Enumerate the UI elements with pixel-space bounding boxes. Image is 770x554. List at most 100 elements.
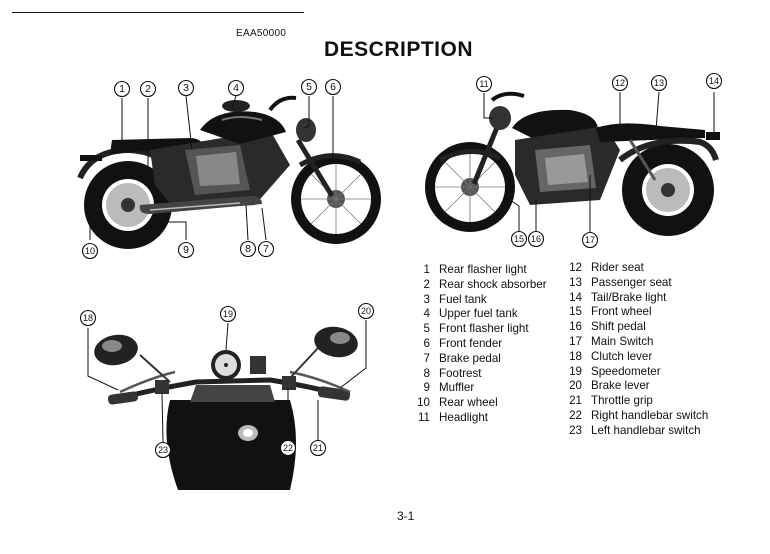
part-number: 1	[423, 263, 430, 276]
callout-5	[300, 78, 318, 96]
part-number: 13	[569, 275, 582, 289]
part-label: Upper fuel tank	[439, 307, 518, 321]
part-number: 5	[423, 322, 430, 336]
callout-18	[79, 309, 97, 327]
callout-16	[527, 230, 545, 248]
part-label: Muffler	[439, 381, 475, 395]
callout-12	[611, 74, 629, 92]
list-item: 19 Speedometer	[560, 365, 708, 380]
callout-13	[650, 74, 668, 92]
callout-20-label: 20	[361, 306, 371, 316]
part-number: 9	[423, 381, 430, 395]
callout-22-label: 22	[283, 443, 293, 453]
part-number: 20	[569, 379, 582, 393]
part-number: 7	[423, 351, 430, 365]
part-number: 23	[569, 423, 582, 437]
list-item: 20 Brake lever	[560, 379, 708, 394]
right-side-view: 11 12 13 14 15 16 17	[425, 72, 723, 249]
list-item: 12 Rider seat	[560, 261, 708, 276]
callout-8	[239, 240, 257, 258]
callout-6-label: 6	[330, 81, 336, 93]
callout-1	[113, 80, 131, 98]
left-side-view: 1 2 3 4 5 6 10 9 8 7	[77, 78, 381, 260]
part-label: Tail/Brake light	[591, 290, 667, 304]
callout-20	[357, 302, 375, 320]
page-number: 3-1	[397, 509, 415, 523]
list-item: 15 Front wheel	[560, 305, 708, 320]
part-number: 17	[569, 334, 582, 348]
list-item: 23 Left handlebar switch	[560, 424, 708, 439]
part-label: Fuel tank	[439, 292, 487, 306]
part-label: Clutch lever	[591, 349, 653, 363]
list-item: 7 Brake pedal	[408, 352, 547, 367]
part-number: 15	[569, 305, 582, 319]
callout-16-label: 16	[531, 234, 541, 244]
callout-15-label: 15	[514, 234, 524, 244]
list-item: 9 Muffler	[408, 381, 547, 396]
part-label: Brake lever	[591, 379, 650, 393]
part-label: Brake pedal	[439, 351, 501, 365]
callout-17-label: 17	[585, 235, 595, 245]
callout-4	[227, 79, 245, 97]
list-item: 2 Rear shock absorber	[408, 278, 547, 293]
callout-5-label: 5	[306, 81, 312, 93]
callout-11-label: 11	[479, 79, 488, 89]
part-label: Left handlebar switch	[591, 423, 701, 437]
part-label: Speedometer	[591, 364, 661, 378]
callout-21	[309, 439, 327, 457]
part-number: 2	[423, 277, 430, 291]
part-number: 19	[569, 364, 582, 378]
header-rule	[12, 12, 304, 13]
callout-7	[257, 240, 275, 258]
callout-3	[177, 79, 195, 97]
callout-8-label: 8	[245, 243, 251, 255]
list-item: 4 Upper fuel tank	[408, 307, 547, 322]
callout-10	[81, 242, 99, 260]
callout-23-label: 23	[158, 445, 168, 455]
part-number: 6	[423, 336, 430, 350]
part-label: Shift pedal	[591, 320, 646, 334]
section-code: EAA50000	[236, 28, 287, 39]
handlebar-view: 18 19 20 23 22 21	[79, 302, 375, 490]
callout-7-label: 7	[263, 243, 269, 255]
callout-18-label: 18	[83, 313, 93, 323]
part-label: Front flasher light	[439, 322, 529, 336]
part-label: Front wheel	[591, 305, 652, 319]
part-label: Rear shock absorber	[439, 277, 547, 291]
callout-12-label: 12	[615, 78, 625, 88]
callout-3-label: 3	[183, 82, 189, 94]
callout-13-label: 13	[654, 78, 664, 88]
part-label: Rider seat	[591, 261, 644, 274]
part-label: Footrest	[439, 366, 482, 380]
part-number: 12	[569, 261, 582, 274]
page-title: DESCRIPTION	[324, 38, 474, 61]
callout-17	[581, 231, 599, 249]
callout-1-label: 1	[119, 83, 125, 95]
callout-11	[475, 75, 493, 93]
part-number: 10	[417, 396, 430, 410]
part-number: 14	[569, 290, 582, 304]
part-number: 22	[569, 408, 582, 422]
part-label: Throttle grip	[591, 394, 653, 408]
callout-2	[139, 80, 157, 98]
list-item: 8 Footrest	[408, 367, 547, 382]
part-label: Main Switch	[591, 334, 654, 348]
callout-19-label: 19	[223, 309, 233, 319]
part-number: 11	[417, 410, 430, 424]
part-label: Headlight	[439, 410, 488, 424]
list-item: 17 Main Switch	[560, 335, 708, 350]
part-number: 8	[423, 366, 430, 380]
list-item: 14 Tail/Brake light	[560, 291, 708, 306]
part-number: 4	[423, 307, 430, 321]
callout-19	[219, 305, 237, 323]
